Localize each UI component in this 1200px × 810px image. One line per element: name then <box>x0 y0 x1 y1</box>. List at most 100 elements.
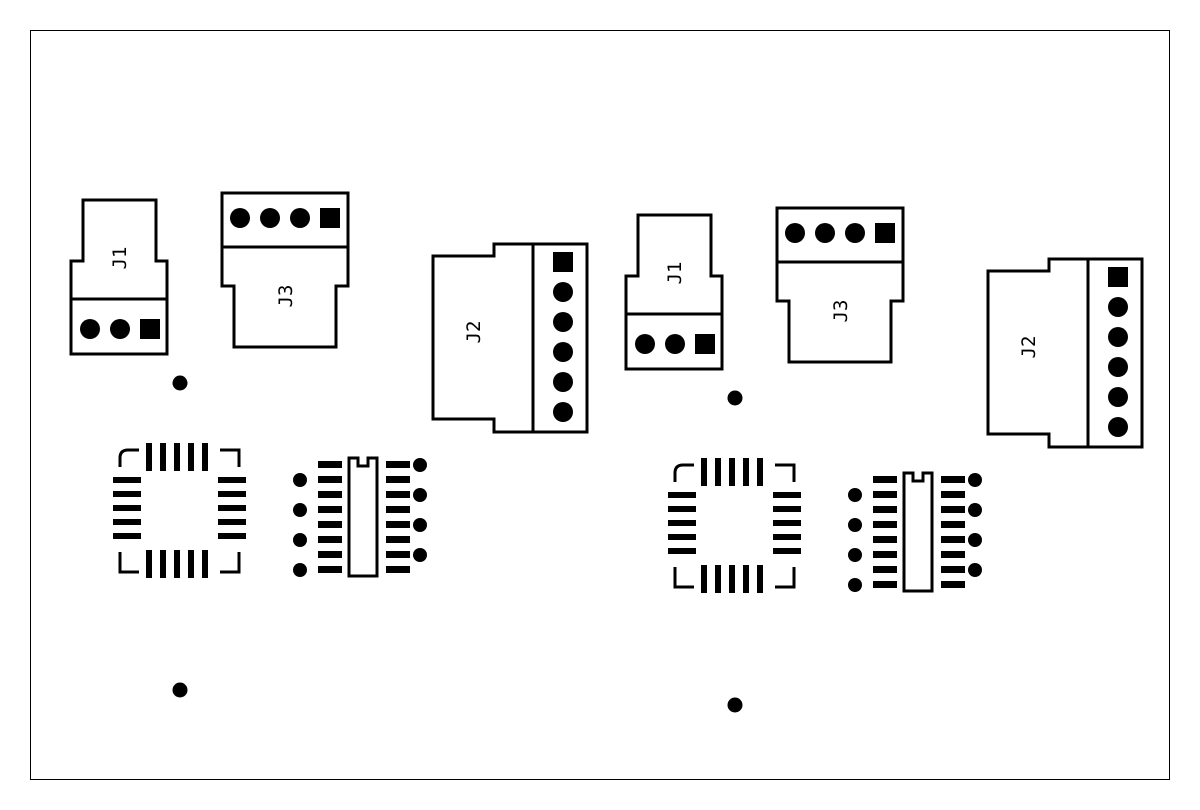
qfn-ic-pads-bottom <box>146 550 208 578</box>
qfn-pad <box>146 443 152 471</box>
connector-j2-pin <box>1108 297 1128 317</box>
connector-j2-pin <box>1108 357 1128 377</box>
soic-marker-dot <box>413 488 427 502</box>
qfn-ic-pads-bottom <box>701 565 763 593</box>
qfn-pad <box>174 443 180 471</box>
connector-j2-label: J2 <box>1018 336 1040 359</box>
connector-j2-pin <box>1108 327 1128 347</box>
qfn-ic-outline-bl <box>673 567 694 589</box>
soic-pad <box>873 536 897 543</box>
soic-pad <box>873 551 897 558</box>
qfn-pad <box>773 520 801 526</box>
soic-pad <box>318 476 342 483</box>
qfn-pad <box>113 519 141 525</box>
qfn-pad <box>715 565 721 593</box>
soic-ic-pads-right <box>386 461 410 573</box>
soic-pad <box>941 551 965 558</box>
soic-pad <box>386 566 410 573</box>
qfn-ic-pads-right <box>773 492 801 554</box>
connector-j3-pin1-square <box>320 208 340 228</box>
soic-pad <box>318 461 342 468</box>
qfn-pad <box>668 534 696 540</box>
soic-pad <box>386 551 410 558</box>
connector-j3-pin1-square <box>875 223 895 243</box>
soic-pad <box>386 521 410 528</box>
connector-j3-label: J3 <box>830 300 852 323</box>
qfn-pad <box>113 477 141 483</box>
soic-pad <box>318 506 342 513</box>
connector-j3-label: J3 <box>275 285 297 308</box>
soic-pad <box>318 551 342 558</box>
soic-pad <box>386 476 410 483</box>
soic-ic <box>293 456 427 578</box>
soic-marker-dot <box>968 503 982 517</box>
soic-ic <box>848 471 982 593</box>
soic-ic-pads-left <box>318 461 342 573</box>
qfn-pad <box>174 550 180 578</box>
connector-j3: J3 <box>220 191 350 349</box>
soic-marker-dot <box>848 548 862 562</box>
soic-pad <box>873 521 897 528</box>
connector-j3-pin <box>845 223 865 243</box>
qfn-pad <box>113 533 141 539</box>
qfn-pad <box>218 505 246 511</box>
soic-ic-outline <box>902 471 934 593</box>
connector-j3: J3 <box>775 206 905 364</box>
soic-marker-dot <box>413 518 427 532</box>
connector-j1-body <box>624 213 724 371</box>
qfn-pad <box>188 550 194 578</box>
qfn-ic-outline-tl <box>673 463 694 482</box>
soic-marker-dot <box>848 578 862 592</box>
qfn-pad <box>218 533 246 539</box>
connector-j3-pin <box>290 208 310 228</box>
connector-j3-pin <box>230 208 250 228</box>
qfn-pad <box>729 458 735 486</box>
qfn-pad <box>773 534 801 540</box>
qfn-pad <box>113 505 141 511</box>
qfn-pad <box>113 491 141 497</box>
soic-pad <box>318 536 342 543</box>
soic-pad <box>318 566 342 573</box>
qfn-ic-pads-top <box>146 443 208 471</box>
qfn-ic-outline-tr <box>220 448 241 467</box>
connector-j1-pin1-square <box>140 319 160 339</box>
soic-marker-dot <box>413 458 427 472</box>
qfn-pad <box>773 492 801 498</box>
soic-pad <box>941 506 965 513</box>
mounting-hole <box>727 697 743 713</box>
connector-j2-pin <box>553 282 573 302</box>
connector-j2: J2 <box>986 257 1144 449</box>
connector-j2-pin1-square <box>553 252 573 272</box>
connector-j2-pin <box>1108 387 1128 407</box>
soic-marker-dot <box>968 563 982 577</box>
qfn-pad <box>160 550 166 578</box>
soic-pad <box>386 536 410 543</box>
qfn-ic-outline-br <box>220 552 241 574</box>
board-outline <box>30 30 1170 780</box>
connector-j1-label: J1 <box>664 262 686 285</box>
qfn-pad <box>668 548 696 554</box>
soic-marker-dot <box>848 518 862 532</box>
soic-pad <box>386 506 410 513</box>
soic-pad <box>873 476 897 483</box>
qfn-pad <box>715 458 721 486</box>
connector-j1-label: J1 <box>109 247 131 270</box>
qfn-pad <box>701 565 707 593</box>
qfn-ic-outline-br <box>775 567 796 589</box>
connector-j3-body <box>220 191 350 349</box>
qfn-pad <box>701 458 707 486</box>
connector-j3-body <box>775 206 905 364</box>
qfn-pad <box>668 492 696 498</box>
qfn-ic-outline-tr <box>775 463 796 482</box>
connector-j1-pin1-square <box>695 334 715 354</box>
connector-j2-body <box>986 257 1144 449</box>
connector-j2-pin <box>553 342 573 362</box>
qfn-ic <box>668 458 801 593</box>
connector-j2-pin <box>553 312 573 332</box>
soic-pad <box>318 491 342 498</box>
qfn-pad <box>729 565 735 593</box>
qfn-pad <box>202 550 208 578</box>
qfn-ic-pads-right <box>218 477 246 539</box>
qfn-pad <box>743 565 749 593</box>
